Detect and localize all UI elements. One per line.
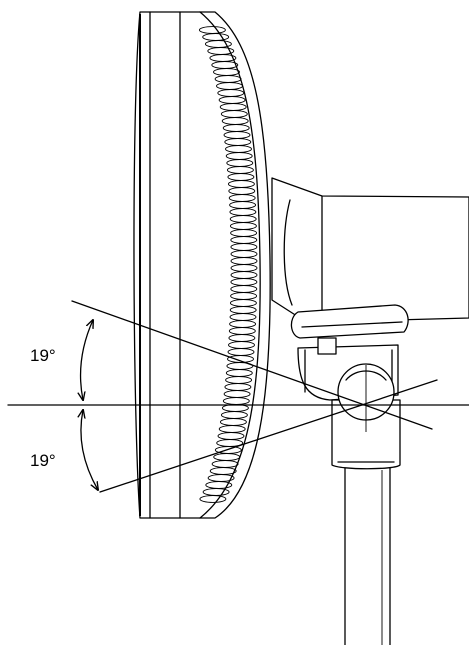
- angle-reference-lines: [7, 300, 469, 493]
- fan-guard: [133, 11, 271, 519]
- lower-angle-arrow: [81, 410, 98, 490]
- upper-angle-arrow: [81, 320, 93, 400]
- upper-tilt-line: [71, 300, 433, 430]
- grille-coils: [198, 26, 258, 503]
- grille-coil-loop: [199, 495, 227, 503]
- stand-pole: [344, 467, 391, 645]
- motor-housing: [271, 177, 469, 323]
- upper-angle-label: 19°: [30, 346, 56, 365]
- lower-tilt-line: [99, 379, 438, 493]
- stand-neck: [331, 363, 401, 470]
- lower-angle-label: 19°: [30, 451, 56, 470]
